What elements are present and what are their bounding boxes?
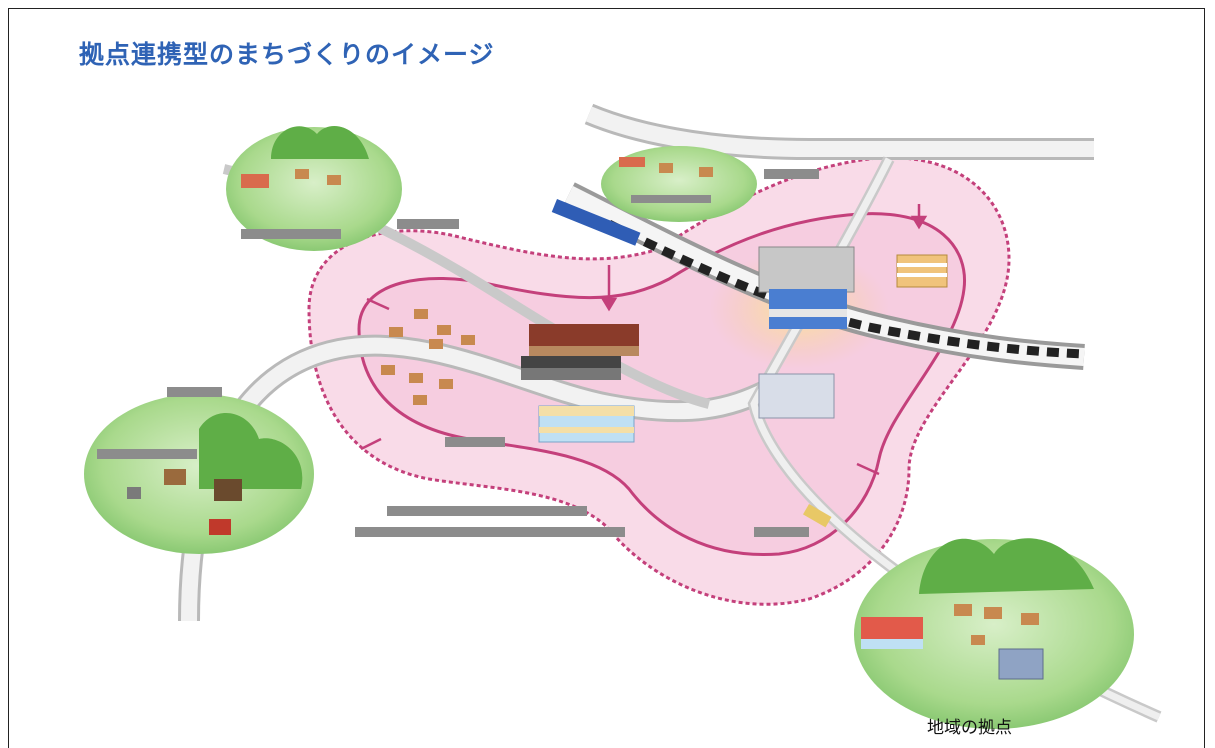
blurred-labels <box>97 169 819 537</box>
satellite-hub-north <box>601 146 757 222</box>
town-network-illustration <box>84 103 1162 729</box>
local-hub-southeast <box>854 538 1134 729</box>
local-hub-label: 地域の拠点 <box>927 718 1012 738</box>
railway <box>551 182 1085 528</box>
inward-arrows <box>360 204 928 476</box>
central-buildings <box>521 246 948 443</box>
satellite-hub-west <box>84 394 314 554</box>
residential-houses <box>381 309 475 405</box>
figure-title: 拠点連携型のまちづくりのイメージ <box>79 40 495 69</box>
satellite-hub-northwest <box>226 126 402 251</box>
figure-frame: 拠点連携型のまちづくりのイメージ <box>8 8 1205 748</box>
